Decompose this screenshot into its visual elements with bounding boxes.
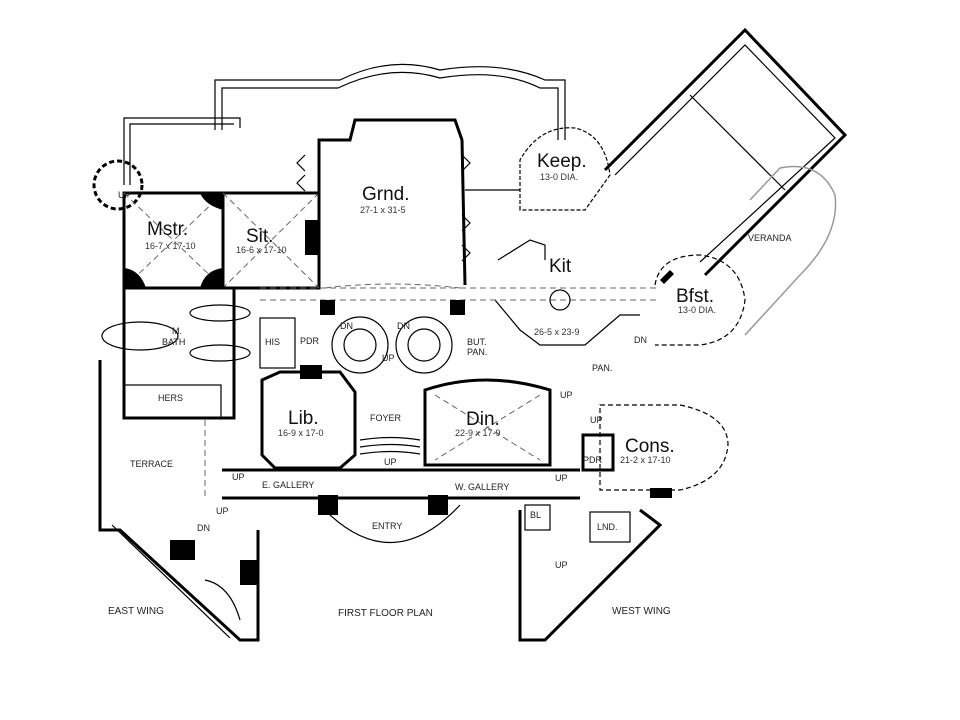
stair-dn-right: DN [397, 321, 410, 331]
stair-up-label: UP [118, 190, 131, 200]
foyer-up-label: UP [384, 457, 397, 467]
entry-label: ENTRY [372, 521, 402, 531]
room-dim-keep: 13-0 DIA. [540, 172, 578, 182]
room-name-master: Mstr. [147, 219, 188, 240]
butler-pantry-label-1: BUT. [467, 337, 487, 347]
bath-walls [101, 286, 296, 420]
grand-room-walls [296, 118, 471, 289]
room-dim-breakfast: 13-0 DIA. [678, 305, 716, 315]
room-name-sitting: Sit. [246, 226, 273, 247]
stair-up-4: UP [232, 472, 245, 482]
butler-pantry-label-2: PAN. [467, 347, 487, 357]
stair-up-6: UP [555, 560, 568, 570]
room-dim-sitting: 16-6 x 17-10 [236, 245, 287, 255]
bl-label: BL [530, 510, 541, 520]
veranda-label: VERANDA [748, 233, 792, 243]
stair-dn-left: DN [340, 321, 353, 331]
powder-room-label: PDR [300, 336, 320, 346]
library-walls [260, 365, 357, 470]
conservatory-walls [581, 404, 729, 498]
west-gallery-label: W. GALLERY [455, 482, 509, 492]
stair-tower [92, 159, 144, 211]
room-name-library: Lib. [288, 408, 319, 429]
garage-walls [603, 27, 848, 277]
veranda-outline [744, 165, 837, 336]
foyer-label: FOYER [370, 413, 402, 423]
east-wing-label: EAST WING [108, 606, 164, 617]
rear-terrace-outline [123, 63, 566, 185]
room-name-keep: Keep. [537, 151, 587, 172]
terrace-label: TERRACE [130, 459, 173, 469]
hers-closet-label: HERS [158, 393, 183, 403]
stair-dn-kitchen: DN [634, 335, 647, 345]
stair-up-1: UP [560, 390, 573, 400]
room-name-dining: Din. [466, 409, 500, 430]
m-bath-label-1: M. [172, 326, 182, 336]
room-dim-master: 16-7 x 17-10 [145, 241, 196, 251]
powder-room-label-2: PDR [583, 455, 603, 465]
room-name-breakfast: Bfst. [676, 286, 714, 307]
stair-up-2: UP [590, 415, 603, 425]
room-name-conservatory: Cons. [625, 436, 675, 457]
laundry-label: LND. [597, 522, 618, 532]
room-dim-kitchen: 26-5 x 23-9 [534, 327, 580, 337]
stair-dn-east: DN [197, 523, 210, 533]
west-wing-walls [518, 504, 663, 642]
dining-walls [423, 378, 552, 467]
east-wing-walls [98, 360, 260, 642]
pantry-label: PAN. [592, 363, 612, 373]
his-closet-label: HIS [265, 337, 280, 347]
room-dim-library: 16-9 x 17-0 [278, 428, 324, 438]
stair-up-3: UP [555, 473, 568, 483]
stair-up-5: UP [216, 506, 229, 516]
plan-title: FIRST FLOOR PLAN [338, 608, 433, 619]
gallery-walls [222, 468, 580, 544]
room-name-kitchen: Kit [549, 256, 572, 277]
m-bath-label-2: BATH [162, 337, 185, 347]
foyer-steps [359, 436, 421, 455]
room-dim-conservatory: 21-2 x 17-10 [620, 455, 671, 465]
room-name-grand: Grnd. [362, 184, 410, 205]
east-gallery-label: E. GALLERY [262, 480, 314, 490]
stair-up-center: UP [382, 353, 395, 363]
room-dim-grand: 27-1 x 31-5 [360, 205, 406, 215]
breakfast-walls [654, 254, 746, 346]
west-wing-label: WEST WING [612, 606, 671, 617]
room-dim-dining: 22-9 x 17-9 [455, 428, 501, 438]
grand-stairs [320, 300, 465, 374]
